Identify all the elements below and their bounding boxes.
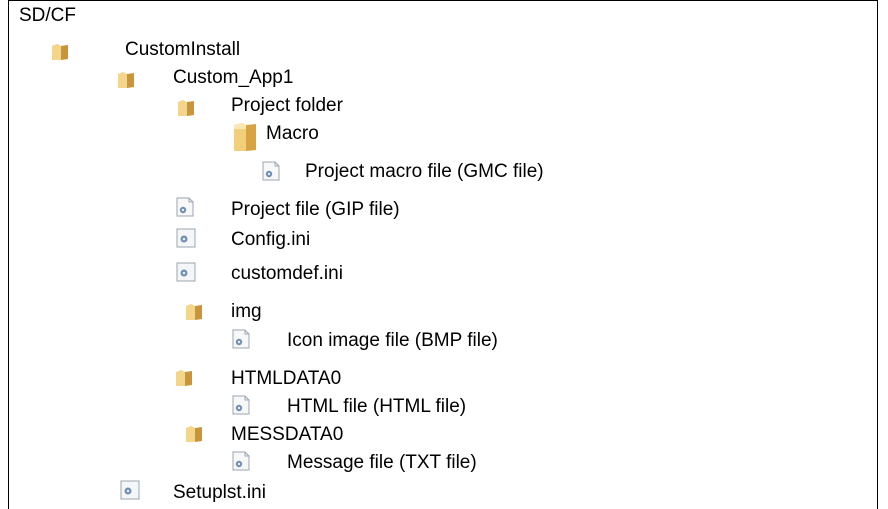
- folder-icon: [117, 69, 135, 94]
- tree-node-label: HTMLDATA0: [231, 368, 342, 389]
- tree-node-label: CustomInstall: [125, 39, 241, 60]
- settings-file-icon: [231, 329, 251, 354]
- folder-icon: [185, 423, 203, 448]
- tree-node-label: Project macro file (GMC file): [305, 161, 544, 182]
- settings-file-icon: [119, 479, 141, 506]
- tree-root-label: SD/CF: [19, 5, 76, 26]
- folder-icon: [175, 367, 193, 392]
- settings-file-icon: [175, 261, 197, 288]
- tree-node-label: HTML file (HTML file): [287, 396, 467, 417]
- settings-file-icon: [231, 395, 251, 420]
- folder-icon: [51, 41, 69, 66]
- folder-icon: [177, 97, 195, 122]
- tree-node-label: Icon image file (BMP file): [287, 330, 498, 351]
- settings-file-icon: [261, 161, 281, 186]
- folder-open-icon: [232, 121, 258, 158]
- tree-node-label: Config.ini: [231, 229, 311, 250]
- folder-icon: [185, 301, 203, 326]
- tree-node-label: Macro: [266, 123, 319, 144]
- tree-node-label: Message file (TXT file): [287, 452, 477, 473]
- tree-node-label: Setuplst.ini: [173, 482, 266, 503]
- settings-file-icon: [175, 197, 195, 222]
- tree-node-label: Project file (GIP file): [231, 199, 400, 220]
- file-tree: SD/CF CustomInstall Custom_App1 Project …: [8, 0, 878, 509]
- tree-node-label: Project folder: [231, 95, 343, 116]
- tree-node-label: Custom_App1: [173, 67, 294, 88]
- tree-node-label: customdef.ini: [231, 263, 343, 284]
- settings-file-icon: [231, 451, 251, 476]
- tree-node-label: img: [231, 301, 262, 322]
- tree-node-label: MESSDATA0: [231, 424, 344, 445]
- settings-file-icon: [175, 227, 197, 254]
